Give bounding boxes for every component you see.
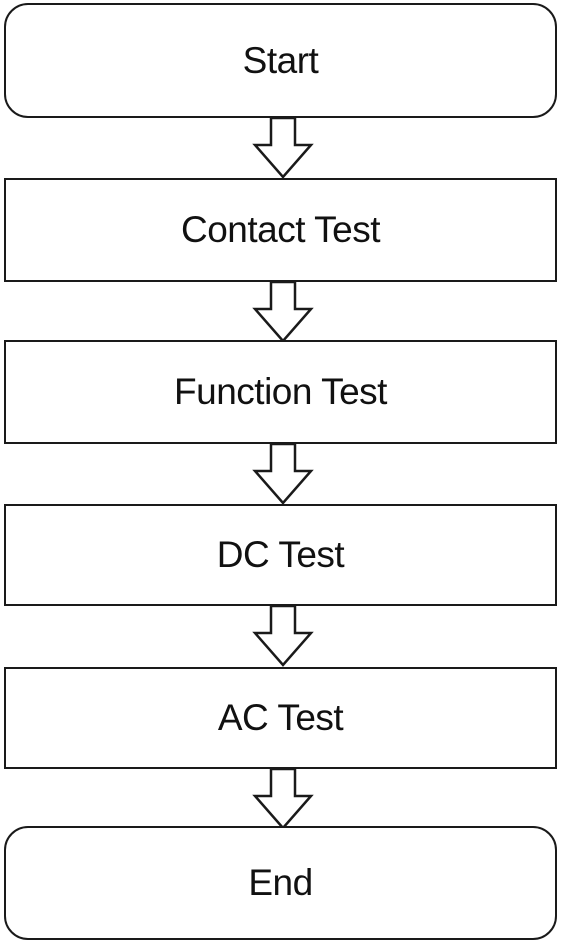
flow-arrow-icon bbox=[252, 116, 314, 179]
start-node: Start bbox=[4, 3, 557, 118]
ac-test-node: AC Test bbox=[4, 667, 557, 769]
dc-test-node: DC Test bbox=[4, 504, 557, 606]
flow-arrow-icon bbox=[252, 442, 314, 505]
function-test-node: Function Test bbox=[4, 340, 557, 444]
flow-arrow-icon bbox=[252, 280, 314, 343]
contact-test-node: Contact Test bbox=[4, 178, 557, 282]
flow-arrow-icon bbox=[252, 604, 314, 667]
flow-arrow-icon bbox=[252, 767, 314, 830]
end-node: End bbox=[4, 826, 557, 940]
